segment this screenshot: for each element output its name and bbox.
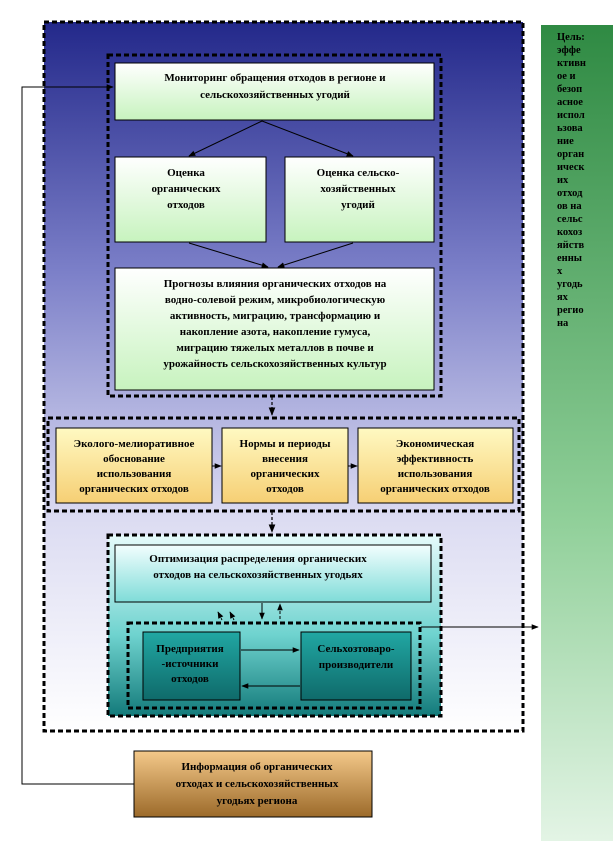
feedback-line xyxy=(21,84,134,785)
eco-justification-text: Эколого-мелиоративное обоснование использо… xyxy=(74,438,195,495)
norms-text: Нормы и периоды внесения органических отход… xyxy=(240,438,331,495)
goalText-line: сельс xyxy=(557,214,583,225)
goalText-line: угодь xyxy=(557,279,583,290)
goalText-line: испол xyxy=(557,110,585,121)
monitoring-box xyxy=(114,62,435,121)
t-enterprises-line: отходов xyxy=(171,673,209,685)
t-forecasts-line: водно-солевой режим, микробиологическую xyxy=(165,294,385,306)
forecasts-box xyxy=(114,267,435,391)
goalText-line: орган xyxy=(557,149,584,160)
information-box xyxy=(133,750,373,818)
t-land-line: угодий xyxy=(341,199,375,211)
monitoring-block-frame xyxy=(106,53,443,398)
monitoring-text: Мониторинг обращения отходов в регионе и… xyxy=(164,72,386,101)
t-norms-line: Нормы и периоды xyxy=(240,438,331,450)
t-information-line: угодьях региона xyxy=(217,795,298,807)
t-norms-line: внесения xyxy=(262,453,308,465)
arrow-organic-to-forecasts xyxy=(188,242,269,268)
arrow-small-left-a xyxy=(217,611,224,621)
forecasts-text: Прогнозы влияния органических отходов на… xyxy=(163,278,386,370)
t-information-line: Информация об органических xyxy=(181,761,333,773)
goalText-line: асное xyxy=(557,97,583,108)
goal-column xyxy=(541,25,613,841)
goalText-line: ов на xyxy=(557,201,582,212)
land-assessment-text: Оценка сельско-хозяйственных угодий xyxy=(317,167,400,211)
middle-block-frame xyxy=(46,416,521,513)
goalText-line: ние xyxy=(557,136,574,147)
goalText-line: на xyxy=(557,318,569,329)
t-optimization-line: отходов на сельскохозяйственных угодьях xyxy=(153,569,363,581)
t-economic-line: органических отходов xyxy=(380,483,490,495)
t-economic-line: использования xyxy=(398,468,473,480)
arrow-small-left-b xyxy=(229,611,236,621)
producers-text: Сельхозтоваро-производители xyxy=(317,643,394,671)
arrow-monitoring-to-organic xyxy=(188,120,263,157)
goalText-line: яйств xyxy=(557,240,585,251)
t-forecasts-line: активность, миграцию, трансформацию и xyxy=(170,310,381,322)
goalText-line: регио xyxy=(557,305,584,316)
organic-assessment-text: Оценка органических отходов xyxy=(151,167,221,211)
t-economic-line: эффективность xyxy=(397,453,474,465)
goalText-line: безоп xyxy=(557,84,582,95)
goalText-line: эффе xyxy=(557,45,581,56)
eco-justification-box xyxy=(55,427,213,504)
t-forecasts-line: Прогнозы влияния органических отходов на xyxy=(164,278,387,290)
t-enterprises-line: Предприятия xyxy=(156,643,223,655)
t-eco-line: использования xyxy=(97,468,172,480)
optimization-box xyxy=(114,544,432,603)
t-eco-line: обоснование xyxy=(103,453,165,465)
enterprises-box xyxy=(142,631,241,701)
t-monitoring-line: сельскохозяйственных угодий xyxy=(200,89,350,101)
goalText-line: ое и xyxy=(557,71,576,82)
t-land-line: хозяйственных xyxy=(320,183,396,195)
t-eco-line: Эколого-мелиоративное xyxy=(74,438,195,450)
t-economic-line: Экономическая xyxy=(396,438,474,450)
t-land-line: Оценка сельско- xyxy=(317,167,400,179)
information-text: Информация об органических отходах и сель… xyxy=(176,761,339,807)
t-organic-line: органических xyxy=(151,183,221,195)
t-norms-line: органических xyxy=(250,468,320,480)
optimization-text: Оптимизация распределения органических от… xyxy=(149,553,367,581)
norms-box xyxy=(221,427,349,504)
goalText-line: х xyxy=(557,266,563,277)
goalText-line: ическ xyxy=(557,162,585,173)
economic-box xyxy=(357,427,514,504)
actors-frame xyxy=(126,621,422,710)
goal-text: Цель: эффе ктивн ое и безоп асное испол ьзова ни… xyxy=(557,32,586,329)
producers-box xyxy=(300,631,412,701)
t-forecasts-line: миграцию тяжелых металлов в почве и xyxy=(176,342,374,354)
goalText-line: енны xyxy=(557,253,582,264)
t-monitoring-line: Мониторинг обращения отходов в регионе и xyxy=(164,72,386,84)
t-eco-line: органических отходов xyxy=(79,483,189,495)
goalText-line: ьзова xyxy=(557,123,583,134)
economic-text: Экономическая эффективность использования о… xyxy=(380,438,490,495)
t-forecasts-line: урожайность сельскохозяйственных культур xyxy=(163,358,386,370)
t-producers-line: Сельхозтоваро- xyxy=(317,643,394,655)
arrow-land-to-forecasts xyxy=(277,242,354,268)
goalText-line: отход xyxy=(557,188,583,199)
t-producers-line: производители xyxy=(319,659,394,671)
t-organic-line: отходов xyxy=(167,199,205,211)
t-organic-line: Оценка xyxy=(167,167,205,179)
goalText-line: ктивн xyxy=(557,58,586,69)
t-optimization-line: Оптимизация распределения органических xyxy=(149,553,367,565)
t-norms-line: отходов xyxy=(266,483,304,495)
goalText-line: их xyxy=(557,175,569,186)
t-enterprises-line: -источники xyxy=(162,658,220,670)
goalText-line: Цель: xyxy=(557,32,585,43)
land-assessment-box xyxy=(284,156,435,243)
t-information-line: отходах и сельскохозяйственных xyxy=(176,778,339,790)
enterprises-text: Предприятия -источники отходов xyxy=(156,643,223,685)
t-forecasts-line: накопление азота, накопление гумуса, xyxy=(180,326,371,338)
goalText-line: кохоз xyxy=(557,227,582,238)
organic-assessment-box xyxy=(114,156,267,243)
arrow-monitoring-to-land xyxy=(261,120,354,157)
goalText-line: ях xyxy=(557,292,569,303)
